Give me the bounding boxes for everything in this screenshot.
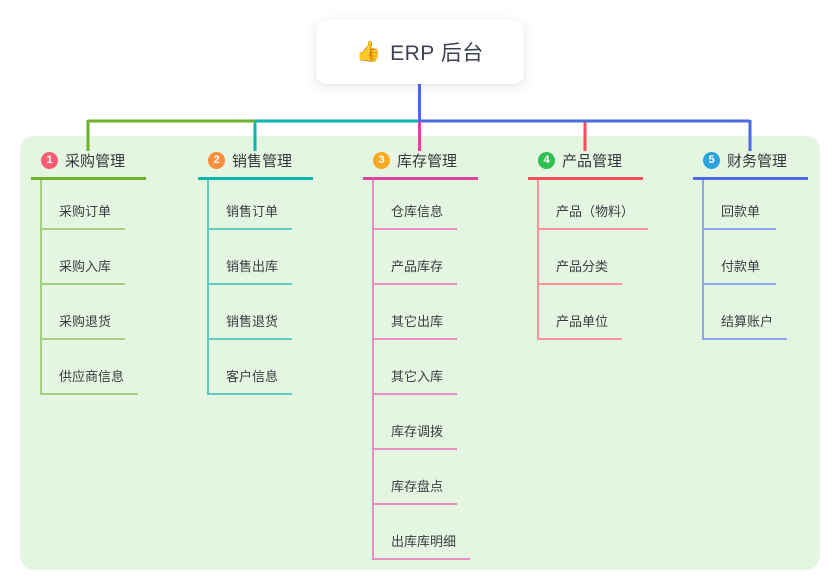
child-label: 库存盘点 [391,479,444,494]
child-item[interactable]: 产品单位 [539,285,623,340]
branch-children: 产品（物料） 产品分类产品单位 [537,180,649,340]
branch-children: 仓库信息产品库存其它出库其它入库库存调拨库存盘点出库库明细 [372,180,471,560]
child-label: 采购入库 [59,259,112,274]
child-item[interactable]: 销售出库 [209,230,293,285]
child-item[interactable]: 出库库明细 [374,505,471,560]
branch-number-badge: 4 [538,152,555,169]
branch: 4 产品管理 产品（物料） 产品分类产品单位 [528,148,649,340]
branch-label: 产品管理 [562,153,623,170]
child-item[interactable]: 仓库信息 [374,180,458,230]
branch-children: 回款单付款单结算账户 [702,180,788,340]
child-item[interactable]: 其它出库 [374,285,458,340]
branch-children: 销售订单销售出库销售退货客户信息 [207,180,293,395]
child-label: 产品单位 [556,314,609,329]
branch-number-badge: 2 [208,152,225,169]
child-item[interactable]: 产品分类 [539,230,623,285]
branch-number-badge: 1 [41,152,58,169]
child-item[interactable]: 采购退货 [42,285,126,340]
branch: 5 财务管理 回款单付款单结算账户 [693,148,808,340]
child-label: 产品分类 [556,259,609,274]
child-item[interactable]: 付款单 [704,230,776,285]
branch-title[interactable]: 1 采购管理 [31,148,146,180]
child-item[interactable]: 库存盘点 [374,450,458,505]
root-label: ERP 后台 [390,42,484,65]
child-item[interactable]: 采购入库 [42,230,126,285]
child-label: 回款单 [721,204,761,219]
branch-children: 采购订单采购入库采购退货供应商信息 [40,180,139,395]
branch: 1 采购管理 采购订单采购入库采购退货供应商信息 [31,148,146,395]
child-label: 销售出库 [226,259,279,274]
child-label: 库存调拨 [391,424,444,439]
branches-panel [20,136,820,570]
child-label: 销售退货 [226,314,279,329]
branch-label: 财务管理 [727,153,788,170]
branch: 2 销售管理 销售订单销售出库销售退货客户信息 [198,148,313,395]
child-item[interactable]: 产品（物料） [539,180,649,230]
child-label: 仓库信息 [391,204,444,219]
branch-label: 销售管理 [232,153,293,170]
child-item[interactable]: 供应商信息 [42,340,139,395]
child-label: 产品（物料） [556,204,635,219]
child-item[interactable]: 销售退货 [209,285,293,340]
child-label: 采购订单 [59,204,112,219]
branch-number-badge: 3 [373,152,390,169]
child-item[interactable]: 回款单 [704,180,776,230]
branch-number-badge: 5 [703,152,720,169]
branch-label: 库存管理 [397,153,458,170]
branch-title[interactable]: 3 库存管理 [363,148,478,180]
child-label: 其它出库 [391,314,444,329]
branch-label: 采购管理 [65,153,126,170]
root-node[interactable]: 👍 ERP 后台 [316,20,524,84]
branch: 3 库存管理 仓库信息产品库存其它出库其它入库库存调拨库存盘点出库库明细 [363,148,478,560]
child-label: 产品库存 [391,259,444,274]
child-label: 供应商信息 [59,369,125,384]
child-item[interactable]: 产品库存 [374,230,458,285]
child-label: 付款单 [721,259,761,274]
child-item[interactable]: 其它入库 [374,340,458,395]
child-item[interactable]: 结算账户 [704,285,788,340]
child-item[interactable]: 销售订单 [209,180,293,230]
child-label: 销售订单 [226,204,279,219]
branch-title[interactable]: 2 销售管理 [198,148,313,180]
child-item[interactable]: 采购订单 [42,180,126,230]
child-label: 其它入库 [391,369,444,384]
thumbs-up-icon: 👍 [356,41,382,63]
child-label: 采购退货 [59,314,112,329]
child-item[interactable]: 库存调拨 [374,395,458,450]
child-label: 出库库明细 [391,534,457,549]
branch-title[interactable]: 5 财务管理 [693,148,808,180]
branch-title[interactable]: 4 产品管理 [528,148,643,180]
child-label: 客户信息 [226,369,279,384]
child-item[interactable]: 客户信息 [209,340,293,395]
child-label: 结算账户 [721,314,774,329]
